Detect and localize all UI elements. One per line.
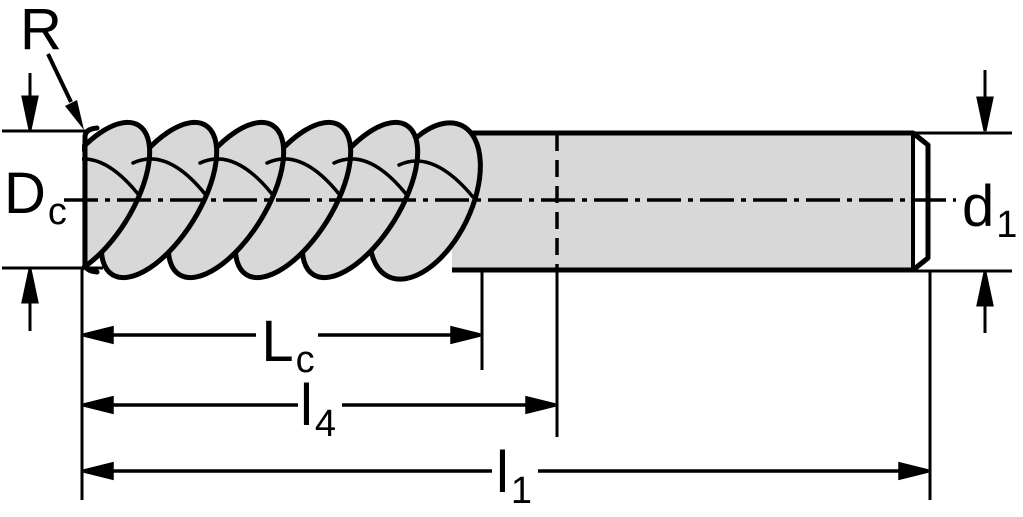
l4-left-arrow <box>83 395 114 415</box>
dc-bottom-arrow <box>21 268 39 304</box>
l4-right-arrow <box>525 395 556 415</box>
l1-right-arrow <box>898 461 929 481</box>
lc-left-arrow <box>83 325 114 345</box>
extent-lines <box>2 129 1012 273</box>
label-corner-radius: R <box>20 1 62 59</box>
dc-top-arrow <box>21 95 39 131</box>
diameter-arrows <box>21 70 994 333</box>
lc-right-arrow <box>450 325 481 345</box>
d1-top-arrow <box>976 96 994 132</box>
label-length-l4: l 4 <box>299 373 337 445</box>
label-overall-length: l 1 <box>495 440 533 512</box>
l1-left-arrow <box>83 461 114 481</box>
dimension-lines <box>83 325 929 481</box>
label-cutting-length: L c <box>261 309 315 381</box>
label-shank-diameter: d 1 <box>962 174 1018 246</box>
radius-leader-arrow <box>65 100 84 130</box>
label-corner-radius-text: R <box>20 0 62 62</box>
flute-edge-lines <box>82 157 475 199</box>
radius-leader <box>46 53 84 130</box>
label-cutting-diameter: D c <box>4 161 67 233</box>
d1-bottom-arrow <box>976 271 994 307</box>
extension-lines <box>80 268 932 500</box>
